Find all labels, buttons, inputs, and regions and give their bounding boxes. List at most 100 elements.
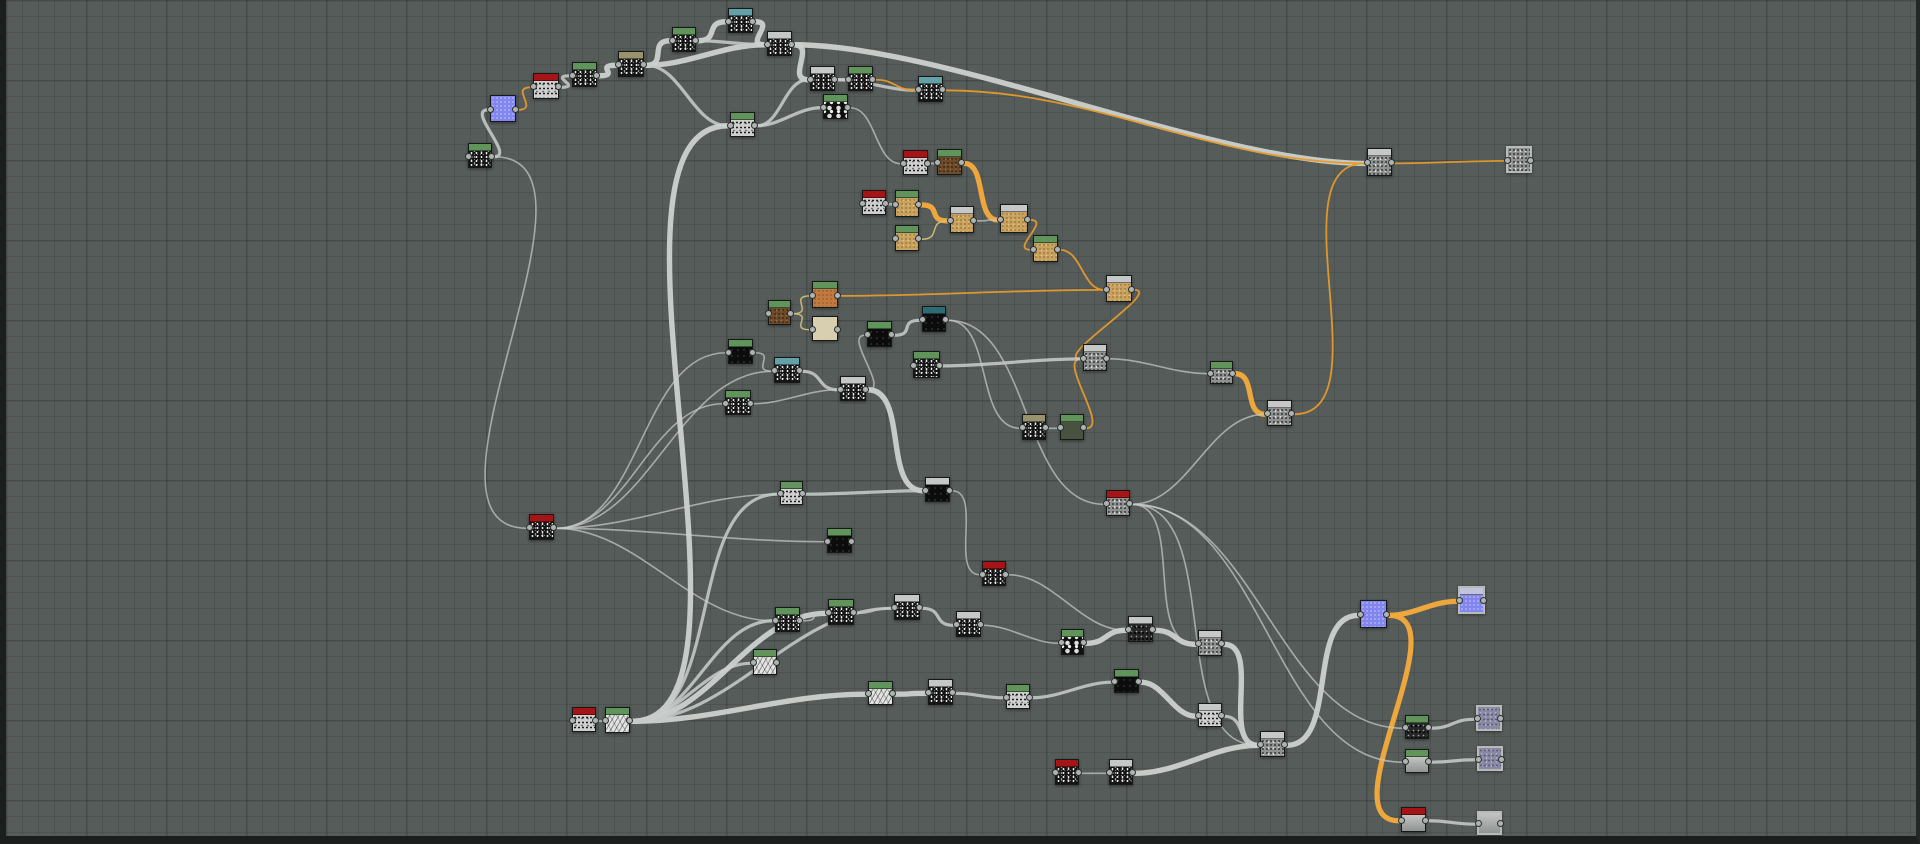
wire bbox=[555, 527, 774, 622]
node-header bbox=[919, 77, 942, 84]
graph-node[interactable] bbox=[807, 66, 838, 91]
node-header bbox=[768, 32, 791, 39]
graph-node[interactable] bbox=[1207, 361, 1236, 384]
graph-node[interactable] bbox=[915, 76, 946, 102]
graph-node[interactable] bbox=[1106, 759, 1136, 785]
graph-node[interactable] bbox=[1475, 746, 1505, 771]
node-thumbnail bbox=[951, 214, 973, 232]
graph-node[interactable] bbox=[669, 27, 699, 52]
wire bbox=[1131, 413, 1266, 506]
graph-node[interactable] bbox=[530, 73, 562, 99]
graph-node[interactable] bbox=[825, 599, 857, 625]
graph-node[interactable] bbox=[892, 225, 922, 251]
graph-node[interactable] bbox=[765, 300, 794, 325]
graph-node[interactable] bbox=[1264, 400, 1295, 426]
node-thumbnail bbox=[868, 329, 891, 346]
graph-node[interactable] bbox=[1474, 705, 1504, 731]
node-graph-canvas[interactable] bbox=[6, 0, 1916, 836]
graph-node[interactable] bbox=[526, 514, 557, 540]
wire bbox=[982, 624, 1060, 645]
graph-node[interactable] bbox=[864, 321, 895, 347]
graph-node[interactable] bbox=[820, 94, 851, 119]
graph-node[interactable] bbox=[1003, 684, 1033, 709]
node-header bbox=[904, 151, 927, 158]
graph-node[interactable] bbox=[1398, 807, 1429, 832]
graph-node[interactable] bbox=[809, 316, 841, 341]
graph-node[interactable] bbox=[1456, 586, 1487, 614]
graph-node[interactable] bbox=[771, 357, 803, 383]
graph-node[interactable] bbox=[1364, 148, 1395, 176]
node-thumbnail bbox=[1110, 767, 1132, 784]
graph-node[interactable] bbox=[1019, 414, 1049, 440]
graph-node[interactable] bbox=[900, 150, 931, 175]
graph-node[interactable] bbox=[602, 707, 633, 733]
node-header bbox=[530, 515, 553, 522]
wire bbox=[920, 220, 949, 241]
graph-node[interactable] bbox=[615, 51, 647, 77]
graph-node[interactable] bbox=[1504, 146, 1534, 173]
graph-node[interactable] bbox=[997, 204, 1031, 233]
graph-node[interactable] bbox=[925, 679, 956, 705]
graph-node[interactable] bbox=[922, 477, 953, 502]
graph-node[interactable] bbox=[727, 112, 758, 137]
wire bbox=[555, 351, 727, 530]
graph-node[interactable] bbox=[910, 351, 943, 378]
graph-node[interactable] bbox=[1195, 630, 1225, 656]
graph-node[interactable] bbox=[1125, 616, 1156, 642]
node-thumbnail bbox=[811, 74, 834, 90]
graph-node[interactable] bbox=[919, 306, 949, 332]
graph-node[interactable] bbox=[764, 31, 795, 56]
graph-node[interactable] bbox=[892, 190, 922, 217]
graph-node[interactable] bbox=[777, 481, 806, 505]
graph-node[interactable] bbox=[487, 95, 519, 122]
graph-node[interactable] bbox=[1357, 600, 1390, 628]
graph-node[interactable] bbox=[1475, 811, 1504, 835]
graph-node[interactable] bbox=[845, 66, 876, 91]
graph-node[interactable] bbox=[725, 8, 756, 33]
graph-node[interactable] bbox=[865, 681, 896, 705]
node-header bbox=[829, 600, 853, 607]
node-thumbnail bbox=[914, 359, 939, 377]
node-header bbox=[896, 191, 918, 198]
graph-node[interactable] bbox=[1030, 235, 1061, 262]
wire bbox=[892, 318, 922, 337]
wire bbox=[1284, 612, 1361, 748]
graph-node[interactable] bbox=[1402, 715, 1432, 739]
node-thumbnail bbox=[534, 81, 558, 98]
graph-node[interactable] bbox=[979, 561, 1009, 586]
wire bbox=[1007, 573, 1127, 632]
wire bbox=[630, 619, 775, 723]
graph-node[interactable] bbox=[1052, 759, 1082, 785]
graph-node[interactable] bbox=[947, 206, 977, 233]
graph-node[interactable] bbox=[1257, 731, 1288, 757]
graph-node[interactable] bbox=[465, 143, 495, 168]
graph-node[interactable] bbox=[953, 611, 984, 637]
node-header bbox=[1211, 362, 1232, 369]
graph-node[interactable] bbox=[725, 339, 756, 364]
graph-node[interactable] bbox=[1058, 629, 1087, 655]
graph-node[interactable] bbox=[934, 149, 965, 175]
graph-node[interactable] bbox=[569, 62, 600, 87]
graph-node[interactable] bbox=[859, 190, 889, 215]
node-header bbox=[896, 226, 918, 233]
graph-node[interactable] bbox=[809, 281, 841, 308]
graph-node[interactable] bbox=[1111, 669, 1142, 693]
graph-node[interactable] bbox=[1103, 490, 1133, 516]
wire bbox=[695, 19, 729, 44]
graph-node[interactable] bbox=[722, 390, 754, 415]
wire bbox=[630, 661, 753, 723]
wire bbox=[947, 319, 1105, 506]
graph-node[interactable] bbox=[750, 649, 780, 675]
graph-node[interactable] bbox=[1080, 344, 1110, 371]
graph-node[interactable] bbox=[1103, 275, 1135, 302]
graph-node[interactable] bbox=[891, 594, 923, 620]
graph-node[interactable] bbox=[1057, 414, 1087, 440]
node-header bbox=[1115, 670, 1138, 677]
graph-node[interactable] bbox=[824, 528, 855, 553]
graph-node[interactable] bbox=[1195, 703, 1225, 727]
graph-node[interactable] bbox=[837, 376, 869, 401]
graph-node[interactable] bbox=[569, 707, 599, 732]
graph-node[interactable] bbox=[772, 607, 803, 632]
node-header bbox=[1261, 732, 1284, 739]
graph-node[interactable] bbox=[1402, 749, 1432, 773]
